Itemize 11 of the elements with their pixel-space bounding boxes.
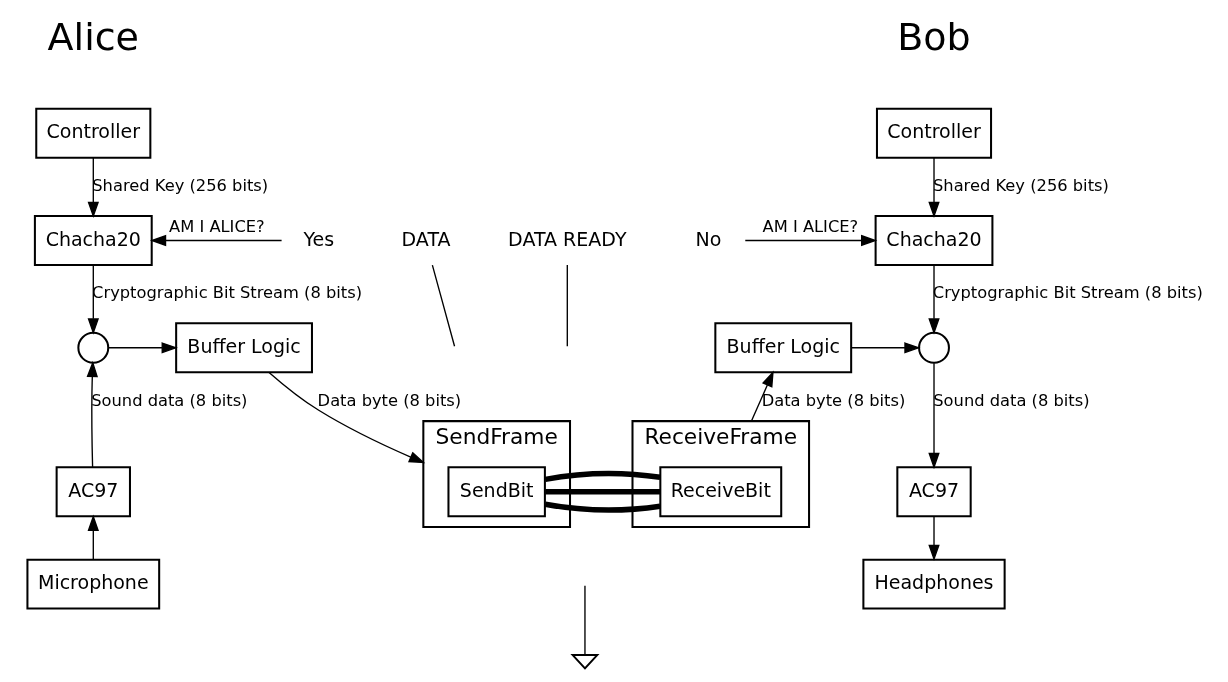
label: Alice [47,14,139,59]
node-text: DATA READY [507,227,626,250]
edge-label: Data byte (8 bits) [317,390,461,410]
edge-label: Data byte (8 bits) [761,390,905,410]
label: Bob [896,14,971,59]
node-text: DATA [401,227,451,250]
edge-label: Sound data (8 bits) [90,390,247,410]
node-text: Yes [302,227,334,250]
edge-label: AM I ALICE? [762,216,858,236]
node-text: No [695,227,721,250]
edge-label: AM I ALICE? [168,216,265,236]
